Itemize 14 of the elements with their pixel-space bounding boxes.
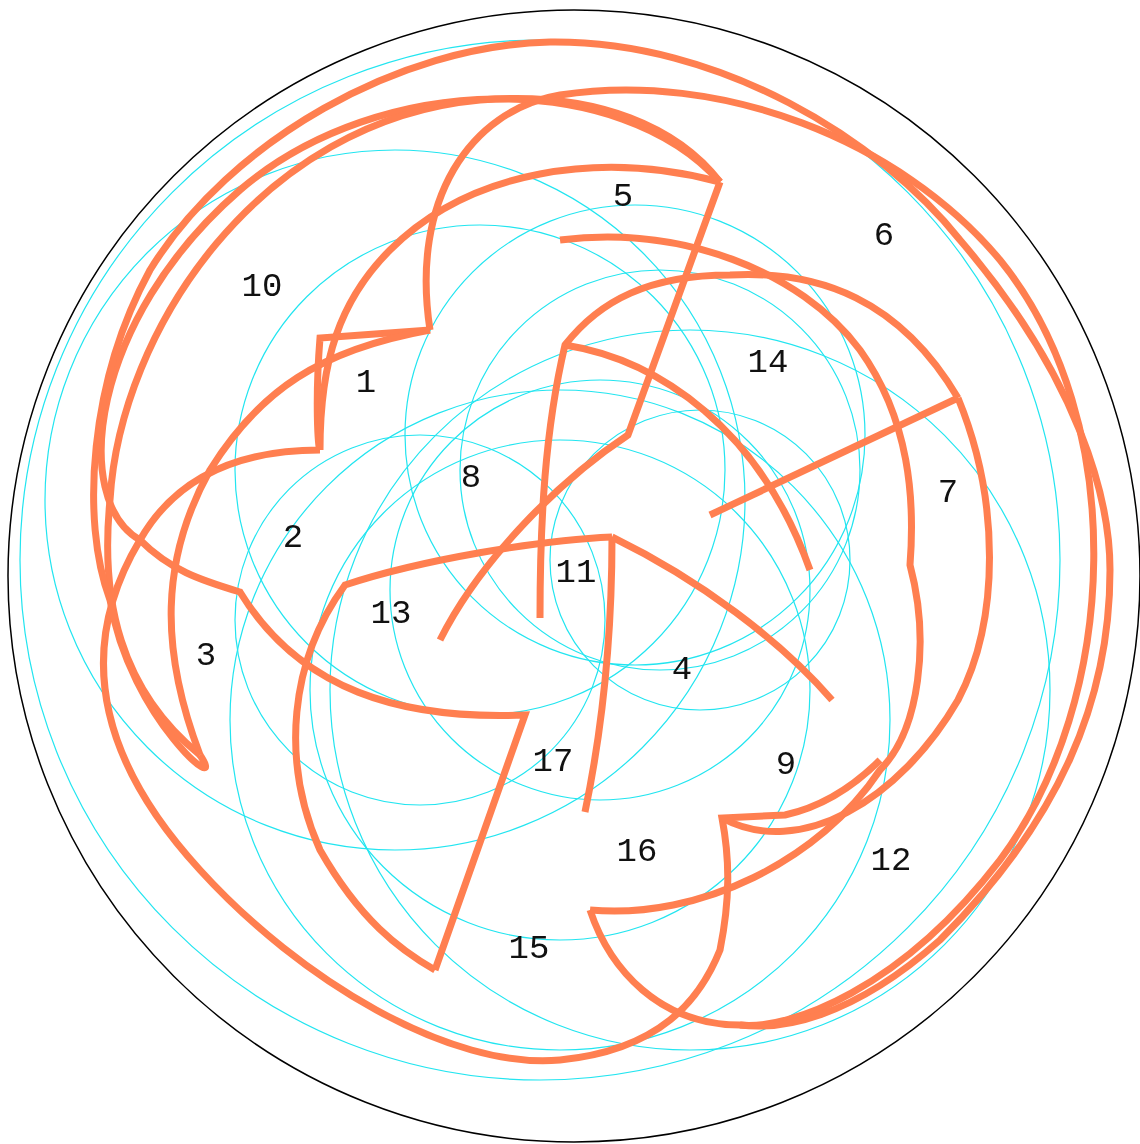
- region-number: 8: [460, 460, 482, 496]
- region-number: 12: [870, 843, 912, 879]
- region-number: 14: [747, 345, 789, 381]
- region-number: 3: [195, 638, 217, 674]
- region-number: 15: [508, 931, 550, 967]
- region-number: 16: [616, 834, 658, 870]
- region-number: 6: [873, 218, 895, 254]
- region-number: 2: [282, 520, 304, 556]
- region-number: 1: [355, 365, 377, 401]
- region-number: 10: [241, 269, 283, 305]
- region-number: 7: [937, 475, 959, 511]
- region-number: 9: [775, 747, 797, 783]
- region-number: 17: [532, 744, 574, 780]
- region-number: 11: [555, 555, 597, 591]
